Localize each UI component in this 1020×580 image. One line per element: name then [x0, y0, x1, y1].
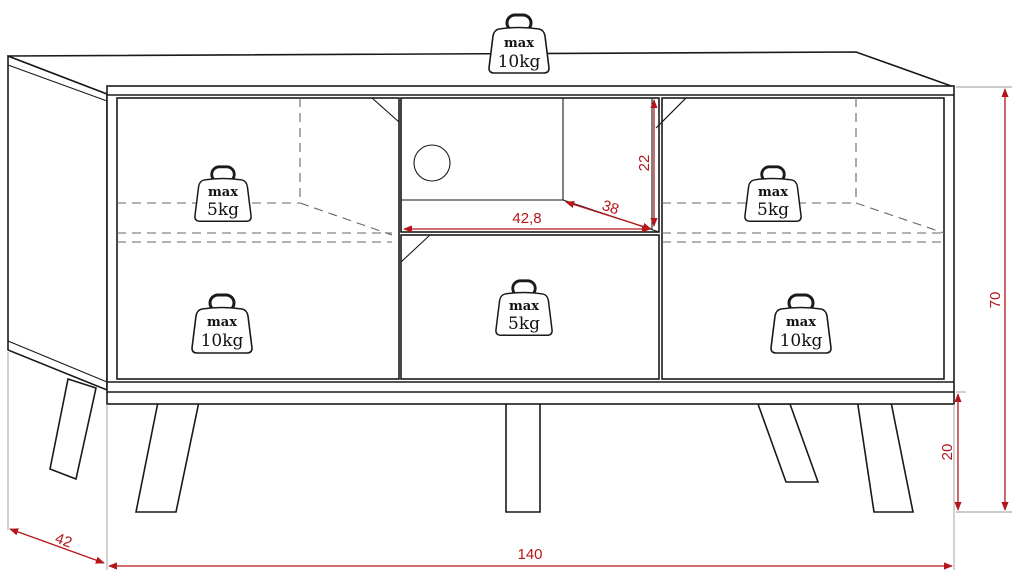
svg-text:42,8: 42,8 [512, 210, 541, 227]
weight-icon: max 10kg [487, 13, 551, 75]
weight-icon: max 5kg [743, 165, 803, 223]
shelf-depth-dimension: 38 [565, 197, 652, 230]
extension-lines [7, 86, 1012, 570]
svg-text:20: 20 [939, 444, 956, 461]
svg-text:70: 70 [987, 292, 1004, 309]
svg-text:max: max [207, 315, 237, 330]
leg-front-right [855, 391, 914, 513]
leg-front-left [135, 391, 202, 513]
leg-height-dimension: 20 [939, 393, 962, 511]
svg-text:10kg: 10kg [780, 331, 823, 351]
side-panel [7, 54, 108, 392]
svg-text:10kg: 10kg [201, 331, 244, 351]
svg-text:38: 38 [600, 197, 621, 218]
height-dimension: 70 [987, 88, 1009, 511]
legs [49, 377, 914, 513]
svg-text:140: 140 [517, 546, 542, 563]
svg-text:max: max [509, 299, 539, 314]
depth-dimension: 42 [9, 528, 105, 564]
right-door [661, 97, 945, 380]
weight-icon: max 10kg [190, 293, 254, 355]
weight-icon: max 10kg [769, 293, 833, 355]
weight-icon: max 5kg [494, 279, 554, 337]
width-dimension: 140 [108, 546, 953, 570]
svg-text:42: 42 [53, 530, 74, 552]
svg-text:5kg: 5kg [207, 200, 239, 220]
svg-text:22: 22 [636, 155, 653, 172]
svg-text:10kg: 10kg [498, 52, 541, 72]
svg-text:max: max [786, 315, 816, 330]
leg-back-right [756, 403, 820, 483]
front-frame [106, 85, 955, 405]
svg-text:5kg: 5kg [508, 314, 540, 334]
cable-hole [413, 144, 451, 182]
svg-text:max: max [504, 36, 534, 51]
svg-text:5kg: 5kg [757, 200, 789, 220]
opening-height-dimension: 22 [636, 99, 658, 227]
leg-center [505, 402, 541, 513]
leg-back-left [49, 377, 97, 481]
center-drawer [400, 234, 660, 380]
svg-text:max: max [758, 185, 788, 200]
weight-icon: max 5kg [193, 165, 253, 223]
svg-text:max: max [208, 185, 238, 200]
left-door [116, 97, 400, 380]
